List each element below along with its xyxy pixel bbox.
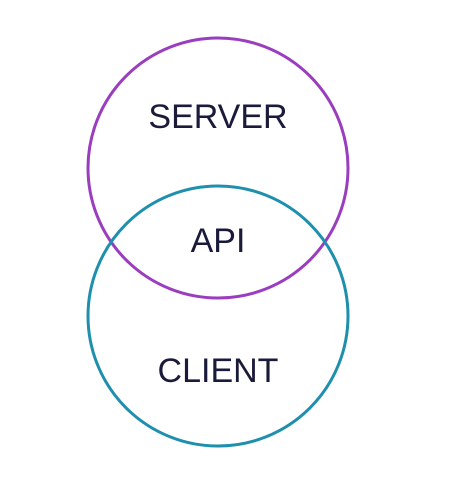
client-label: CLIENT <box>158 352 279 390</box>
api-label: API <box>191 222 246 260</box>
server-circle <box>86 36 350 300</box>
client-circle <box>86 184 350 448</box>
server-label: SERVER <box>148 98 287 136</box>
